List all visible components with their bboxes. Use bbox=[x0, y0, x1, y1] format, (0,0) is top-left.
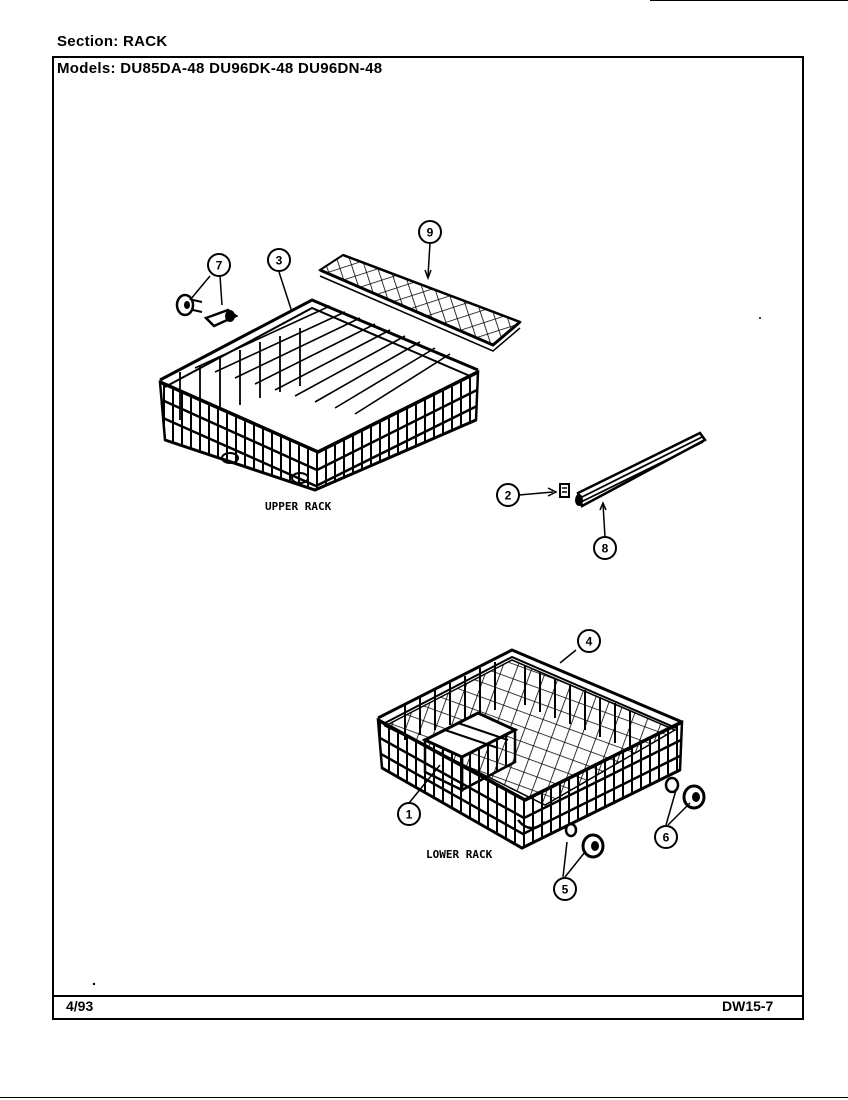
scan-speck bbox=[92, 982, 96, 986]
part-4-lower-rack bbox=[376, 648, 684, 850]
svg-text:5: 5 bbox=[562, 883, 569, 897]
svg-text:7: 7 bbox=[216, 259, 223, 273]
bottom-edge-rule bbox=[0, 1097, 848, 1098]
callout-9: 9 bbox=[418, 220, 442, 244]
lower-rack-label: LOWER RACK bbox=[426, 848, 493, 861]
part-2-rail-end-cap bbox=[559, 483, 570, 498]
callout-8: 8 bbox=[593, 536, 617, 560]
callout-5: 5 bbox=[553, 877, 577, 901]
part-8-rack-rail bbox=[575, 431, 707, 508]
svg-text:8: 8 bbox=[602, 542, 609, 556]
part-9-cup-shelf bbox=[317, 253, 522, 352]
top-edge-rule bbox=[650, 0, 848, 1]
callout-1: 1 bbox=[397, 802, 421, 826]
footer-rule bbox=[52, 995, 802, 997]
leader-lines bbox=[189, 242, 691, 878]
svg-text:9: 9 bbox=[427, 226, 434, 240]
upper-rack-label: UPPER RACK bbox=[265, 500, 332, 513]
part-6-lower-rack-wheels bbox=[664, 776, 706, 810]
scan-speck bbox=[759, 317, 761, 319]
models-line: Models: DU85DA-48 DU96DK-48 DU96DN-48 bbox=[57, 60, 383, 77]
callout-4: 4 bbox=[577, 629, 601, 653]
svg-text:2: 2 bbox=[505, 489, 512, 503]
callout-7: 7 bbox=[207, 253, 231, 277]
section-title: Section: RACK bbox=[57, 33, 168, 50]
footer-date: 4/93 bbox=[66, 998, 94, 1014]
part-3-upper-rack bbox=[158, 298, 480, 492]
svg-text:3: 3 bbox=[276, 254, 283, 268]
footer-code: DW15-7 bbox=[722, 998, 774, 1014]
callout-2: 2 bbox=[496, 483, 520, 507]
part-7-rack-rollers bbox=[175, 293, 239, 328]
svg-text:6: 6 bbox=[663, 831, 670, 845]
callout-6: 6 bbox=[654, 825, 678, 849]
svg-text:1: 1 bbox=[406, 808, 413, 822]
callout-3: 3 bbox=[267, 248, 291, 272]
part-5-lower-rack-wheels bbox=[564, 822, 605, 859]
svg-text:4: 4 bbox=[586, 635, 593, 649]
diagram-frame bbox=[52, 56, 804, 1020]
